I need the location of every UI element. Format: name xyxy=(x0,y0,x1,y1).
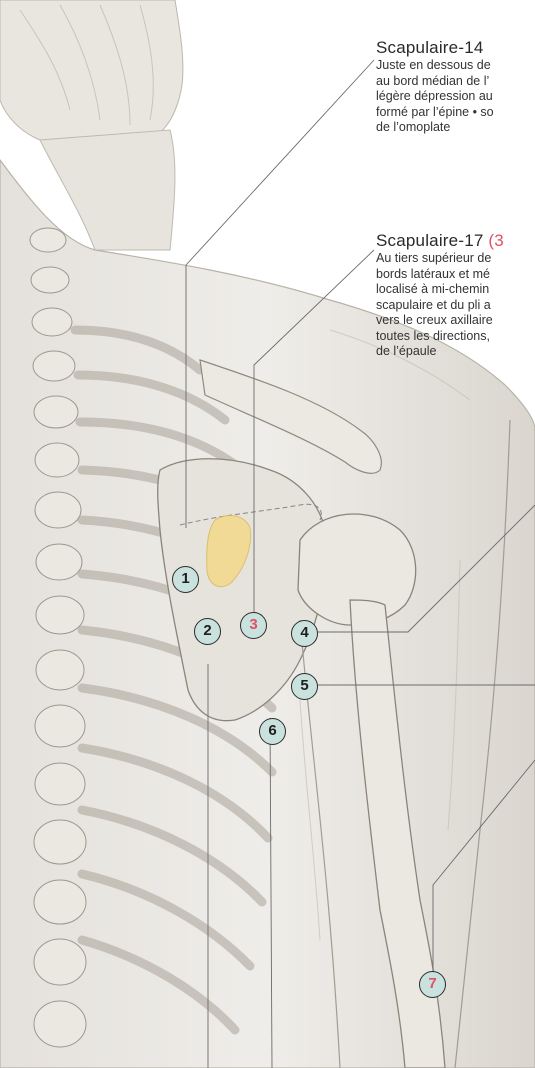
description-line: toutes les directions, xyxy=(376,329,493,345)
annotation-title-text: Scapulaire-14 xyxy=(376,38,484,57)
description-line: Au tiers supérieur de xyxy=(376,251,493,267)
annotation-title-text: Scapulaire-17 xyxy=(376,231,488,250)
description-line: légère dépression au xyxy=(376,89,494,105)
annotation-title-suffix: (3 xyxy=(488,231,504,250)
point-marker-4[interactable]: 4 xyxy=(291,620,318,647)
description-line: de l’épaule xyxy=(376,344,493,360)
point-marker-5[interactable]: 5 xyxy=(291,673,318,700)
point-marker-7[interactable]: 7 xyxy=(419,971,446,998)
description-line: vers le creux axillaire xyxy=(376,313,493,329)
annotation-title-scapulaire-14: Scapulaire-14 xyxy=(376,38,484,58)
annotation-title-scapulaire-17: Scapulaire-17 (3 xyxy=(376,231,504,251)
description-line: scapulaire et du pli a xyxy=(376,298,493,314)
annotation-description-scapulaire-14: Juste en dessous de au bord médian de l’… xyxy=(376,58,494,136)
description-line: de l’omoplate xyxy=(376,120,494,136)
point-marker-3[interactable]: 3 xyxy=(240,612,267,639)
description-line: Juste en dessous de xyxy=(376,58,494,74)
description-line: bords latéraux et mé xyxy=(376,267,493,283)
point-marker-1[interactable]: 1 xyxy=(172,566,199,593)
annotation-description-scapulaire-17: Au tiers supérieur de bords latéraux et … xyxy=(376,251,493,360)
description-line: formé par l’épine • so xyxy=(376,105,494,121)
point-marker-2[interactable]: 2 xyxy=(194,618,221,645)
description-line: au bord médian de l’ xyxy=(376,74,494,90)
point-marker-6[interactable]: 6 xyxy=(259,718,286,745)
description-line: localisé à mi-chemin xyxy=(376,282,493,298)
